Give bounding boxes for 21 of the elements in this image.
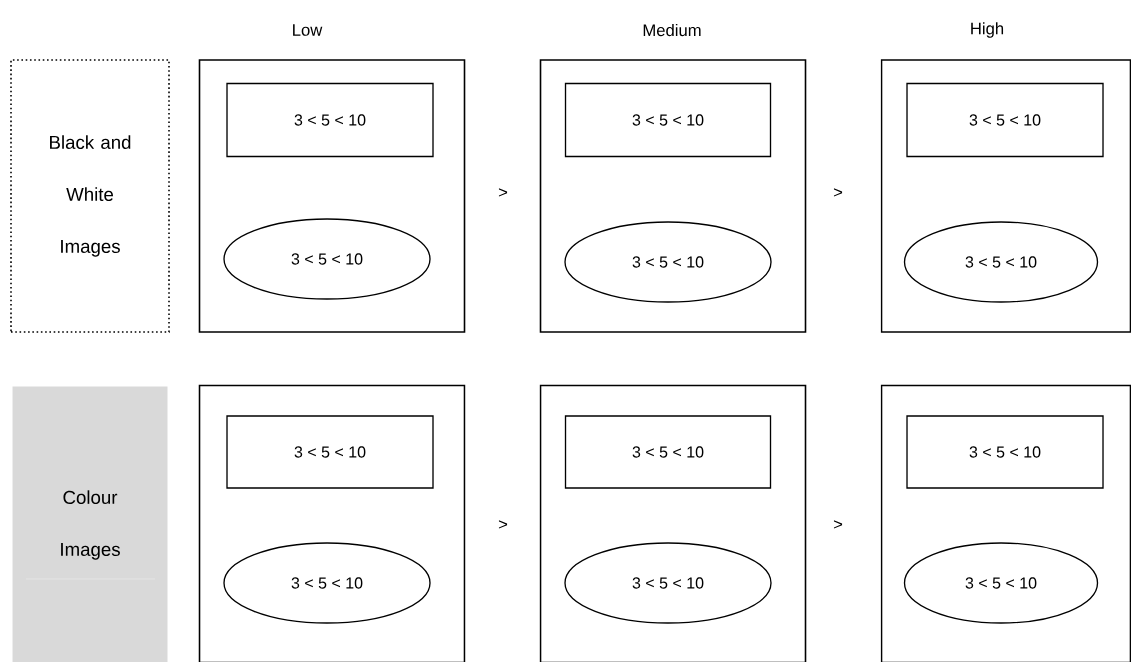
column-header: Low (293, 24, 323, 36)
column-header: Medium (643, 23, 701, 37)
panel-frame (198, 384, 466, 662)
greater-than-sign: > (833, 188, 843, 197)
greater-than-sign: > (833, 520, 843, 529)
text-box: 3 < 5 < 10 (226, 415, 434, 489)
text-box: 3 < 5 < 10 (906, 82, 1104, 158)
panel-frame (880, 59, 1131, 333)
text-box: 3 < 5 < 10 (906, 415, 1104, 489)
greater-than-sign: > (498, 188, 508, 197)
text-box: 3 < 5 < 10 (226, 82, 434, 158)
column-header: High (971, 22, 1004, 38)
panel-frame (539, 59, 807, 333)
text-box: 3 < 5 < 10 (564, 82, 772, 158)
text-box: 3 < 5 < 10 (564, 415, 772, 489)
panel-frame (539, 384, 807, 662)
category-box: Black and White Images (10, 59, 170, 333)
panel-frame (880, 384, 1131, 662)
category-box: Colour Images (12, 386, 168, 662)
greater-than-sign: > (498, 520, 508, 529)
panel-frame (198, 59, 466, 333)
